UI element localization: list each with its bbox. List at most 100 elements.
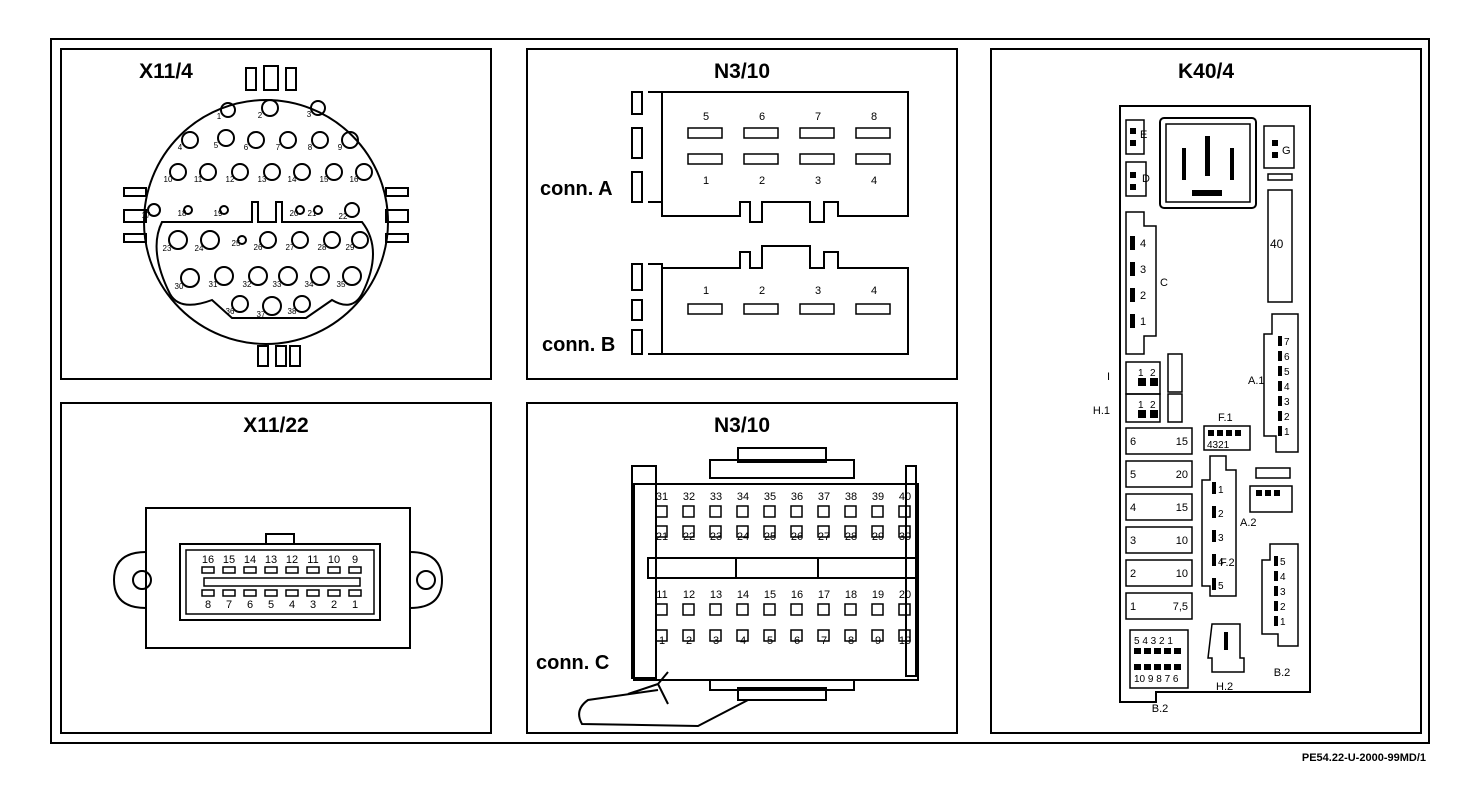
c-pin-label-13: 13 bbox=[710, 589, 722, 601]
label-f1: F.1 bbox=[1218, 412, 1233, 424]
pin-label-11: 11 bbox=[307, 554, 318, 566]
c-pin-label-16: 16 bbox=[791, 589, 803, 601]
pin-label-4: 4 bbox=[289, 599, 295, 611]
fuse-rating-6: 15 bbox=[1176, 436, 1188, 448]
b2-bottom-pin-labels: 10 9 8 7 6 bbox=[1134, 674, 1179, 685]
c-pin-10 bbox=[898, 629, 911, 642]
a-pin-4 bbox=[855, 153, 891, 165]
pin-label-13: 13 bbox=[258, 175, 267, 184]
c-pin-15 bbox=[763, 603, 776, 616]
c-pin-14 bbox=[736, 603, 749, 616]
c-pin-24 bbox=[736, 525, 749, 538]
pin-label-14: 14 bbox=[288, 175, 297, 184]
x11-4-title: X11/4 bbox=[139, 60, 193, 83]
b2-pin-label-2: 2 bbox=[1280, 602, 1286, 613]
label-d: D bbox=[1142, 173, 1150, 185]
c-pin-2 bbox=[682, 629, 695, 642]
a1-pin-2 bbox=[1278, 411, 1282, 421]
i-pin-label-2: 2 bbox=[1150, 368, 1156, 379]
pin-8 bbox=[201, 589, 215, 597]
b2-top-pin bbox=[1134, 648, 1141, 654]
b2-pin-label-5: 5 bbox=[1280, 557, 1286, 568]
f2-pin-label-5: 5 bbox=[1218, 581, 1224, 592]
a1-pin-3 bbox=[1278, 396, 1282, 406]
pin-15 bbox=[222, 566, 236, 574]
pin-24 bbox=[200, 230, 220, 250]
pin-18 bbox=[183, 205, 193, 215]
h1-pin-label-1: 1 bbox=[1138, 400, 1144, 411]
f2-pin-4 bbox=[1212, 554, 1216, 566]
fuse-number-1: 1 bbox=[1130, 601, 1136, 613]
pin-2 bbox=[327, 589, 341, 597]
c-pin-31 bbox=[655, 505, 668, 518]
a1-pin-label-4: 4 bbox=[1284, 382, 1290, 393]
c-pin-17 bbox=[817, 603, 830, 616]
c-pin-30 bbox=[898, 525, 911, 538]
pin-3 bbox=[306, 589, 320, 597]
pin-label-1: 1 bbox=[352, 599, 358, 611]
i-pin-label-1: 1 bbox=[1138, 368, 1144, 379]
conn-c-label: conn. C bbox=[536, 652, 610, 674]
f2-pin-1 bbox=[1212, 482, 1216, 494]
c-pin-label-4: 4 bbox=[1140, 238, 1146, 250]
c-pin-label-36: 36 bbox=[791, 491, 803, 503]
a-pin-label-6: 6 bbox=[759, 111, 765, 123]
pin-38 bbox=[293, 295, 311, 313]
pin-label-15: 15 bbox=[320, 175, 329, 184]
pin-label-1: 1 bbox=[217, 112, 222, 121]
pin-7 bbox=[279, 131, 297, 149]
pin-5 bbox=[264, 589, 278, 597]
c-pin-label-19: 19 bbox=[872, 589, 884, 601]
pin-9 bbox=[348, 566, 362, 574]
c-pin-label-15: 15 bbox=[764, 589, 776, 601]
pin-4 bbox=[181, 131, 199, 149]
a1-pin-1 bbox=[1278, 426, 1282, 436]
pin-31 bbox=[214, 266, 234, 286]
pin-label-18: 18 bbox=[178, 209, 187, 218]
label-h2: H.2 bbox=[1216, 681, 1233, 693]
pin-32 bbox=[248, 266, 268, 286]
a1-pin-5 bbox=[1278, 366, 1282, 376]
b2-top-pin bbox=[1154, 648, 1161, 654]
pin-29 bbox=[351, 231, 369, 249]
b2-pin-label-1: 1 bbox=[1280, 617, 1286, 628]
n3-10-c-title: N3/10 bbox=[713, 414, 771, 437]
a1-pin-4 bbox=[1278, 381, 1282, 391]
pin-label-30: 30 bbox=[175, 282, 184, 291]
c-pin-6 bbox=[790, 629, 803, 642]
pin-label-12: 12 bbox=[226, 175, 235, 184]
document-code: PE54.22-U-2000-99MD/1 bbox=[1301, 752, 1426, 764]
c-pin-label-39: 39 bbox=[872, 491, 884, 503]
pin-23 bbox=[168, 230, 188, 250]
b2-bottom-pin bbox=[1144, 664, 1151, 670]
b2-top-pin-labels: 5 4 3 2 1 bbox=[1134, 636, 1173, 647]
pin-label-10: 10 bbox=[164, 175, 173, 184]
a-pin-label-4: 4 bbox=[871, 175, 877, 187]
fuse-number-5: 5 bbox=[1130, 469, 1136, 481]
c-pin-4 bbox=[736, 629, 749, 642]
pin-4 bbox=[285, 589, 299, 597]
c-pin-16 bbox=[790, 603, 803, 616]
c-pin-label-40: 40 bbox=[899, 491, 911, 503]
pin-6 bbox=[243, 589, 257, 597]
a-pin-label-2: 2 bbox=[759, 175, 765, 187]
c-pin-11 bbox=[655, 603, 668, 616]
a1-pin-7 bbox=[1278, 336, 1282, 346]
a-pin-5 bbox=[687, 127, 723, 139]
pin-20 bbox=[295, 205, 305, 215]
pin-21 bbox=[313, 205, 323, 215]
c-pin-1 bbox=[1130, 314, 1135, 328]
b2-pin-2 bbox=[1274, 601, 1278, 611]
pin-label-17: 17 bbox=[142, 211, 151, 220]
a-pin-label-1: 1 bbox=[703, 175, 709, 187]
f2-pin-label-2: 2 bbox=[1218, 509, 1224, 520]
pin-label-32: 32 bbox=[243, 280, 252, 289]
pin-11 bbox=[306, 566, 320, 574]
pin-label-4: 4 bbox=[178, 143, 183, 152]
pin-label-14: 14 bbox=[244, 554, 256, 566]
c-pin-label-3: 3 bbox=[1140, 264, 1146, 276]
b2-pin-5 bbox=[1274, 556, 1278, 566]
c-pin-36 bbox=[790, 505, 803, 518]
